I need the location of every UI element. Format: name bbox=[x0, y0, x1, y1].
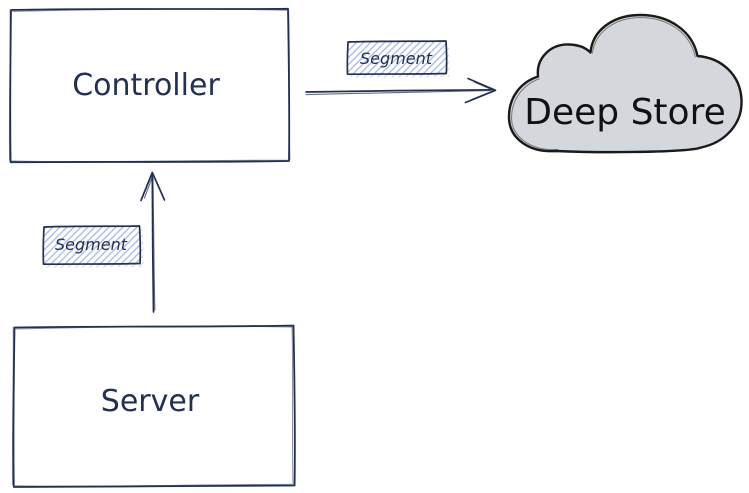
deep-store-cloud-sketch-stroke bbox=[511, 17, 696, 151]
arrowhead-up-icon bbox=[140, 171, 166, 202]
segment-badge-left-box bbox=[42, 225, 142, 266]
segment-label-top: Segment bbox=[360, 49, 433, 68]
edge-controller-to-deep-store: Segment bbox=[305, 40, 497, 104]
node-controller: Controller bbox=[8, 7, 291, 164]
edge-server-to-controller: Segment bbox=[42, 171, 166, 313]
edge-line-right-sketch bbox=[305, 90, 491, 96]
arrowhead-up-sketch-icon bbox=[143, 174, 154, 199]
segment-badge-top: Segment bbox=[346, 40, 450, 78]
segment-badge-left: Segment bbox=[42, 225, 144, 268]
deep-store-cloud bbox=[507, 13, 743, 154]
node-deep-store: Deep Store bbox=[507, 13, 743, 154]
edge-line-right bbox=[305, 88, 493, 93]
arrowhead-right-sketch-icon bbox=[470, 81, 495, 101]
controller-label: Controller bbox=[72, 68, 220, 103]
edge-line-up-sketch bbox=[152, 177, 156, 311]
server-label: Server bbox=[101, 384, 200, 419]
controller-box-sketch-stroke bbox=[8, 8, 291, 163]
edge-line-up bbox=[151, 172, 155, 313]
segment-label-left: Segment bbox=[55, 235, 128, 254]
node-server: Server bbox=[11, 324, 296, 488]
server-box-sketch-stroke bbox=[11, 325, 294, 487]
segment-badge-top-box bbox=[346, 40, 448, 76]
deep-store-label: Deep Store bbox=[524, 92, 725, 133]
